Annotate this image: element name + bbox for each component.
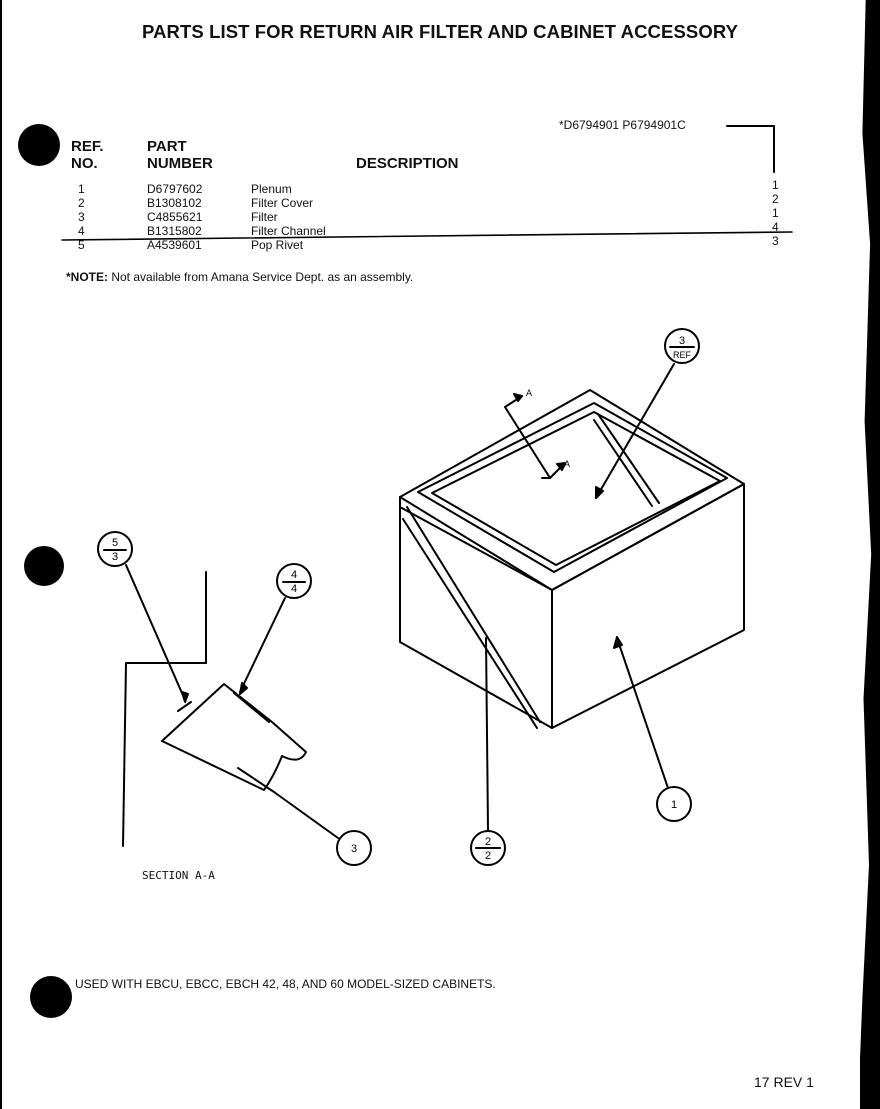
table-row-qty: 1 — [772, 206, 779, 220]
callout-2 — [470, 830, 506, 866]
leader-5 — [125, 564, 186, 701]
column-header-description: DESCRIPTION — [356, 155, 459, 172]
table-row-qty: 3 — [772, 234, 779, 248]
callout-5-top-number: 5 — [112, 537, 118, 549]
exploded-parts-diagram: 3 REF 1 2 2 5 3 4 4 3 A A — [61, 125, 793, 866]
callout-1-number: 1 — [671, 799, 677, 811]
callout-2-bottom-number: 2 — [485, 850, 491, 862]
table-row-description: Filter — [251, 210, 278, 224]
page-number: 17 REV 1 — [754, 1074, 814, 1090]
table-row-qty: 4 — [772, 220, 779, 234]
leader-4 — [239, 597, 286, 693]
note: *NOTE: Not available from Amana Service … — [66, 270, 414, 284]
table-row-ref: 3 — [78, 210, 85, 224]
table-row-qty: 2 — [772, 192, 779, 206]
parts-list-page: PARTS LIST FOR RETURN AIR FILTER AND CAB… — [2, 0, 860, 1109]
usage-note: USED WITH EBCU, EBCC, EBCH 42, 48, AND 6… — [75, 977, 496, 991]
callout-4-bottom-number: 4 — [291, 583, 297, 595]
callout-5-bottom-number: 3 — [112, 551, 118, 563]
callout-4-top-number: 4 — [291, 569, 297, 581]
callout-2-top-number: 2 — [485, 836, 491, 848]
leader-2 — [485, 637, 489, 831]
section-marker-a: A — [564, 459, 570, 469]
cabinet-top-rim-outer — [399, 389, 745, 591]
callout-3-ref-number: 3 — [679, 335, 685, 347]
section-label: SECTION A-A — [142, 869, 215, 882]
punch-hole-top — [18, 124, 60, 166]
leader-3-ref — [595, 363, 675, 499]
punch-hole-middle — [24, 546, 64, 586]
column-header-ref-no: REF. NO. — [71, 138, 104, 172]
table-row-description: Plenum — [251, 182, 292, 196]
callout-3-ref-label: REF — [673, 350, 692, 360]
filter-cover-opening — [431, 411, 721, 566]
callout-5 — [97, 531, 133, 567]
section-arrow-a — [504, 406, 551, 479]
page-title: PARTS LIST FOR RETURN AIR FILTER AND CAB… — [142, 21, 739, 42]
table-row-ref: 5 — [78, 238, 85, 252]
table-row-part-number: A4539601 — [147, 238, 202, 252]
table-row-ref: 1 — [78, 182, 85, 196]
filter-edge — [402, 518, 538, 729]
section-marker-a: A — [526, 388, 532, 398]
callout-3 — [336, 830, 372, 866]
table-row-part-number: B1308102 — [147, 196, 202, 210]
table-row-part-number: D6797602 — [147, 182, 203, 196]
model-codes: *D6794901 P6794901C — [559, 118, 686, 132]
table-row-description: Filter Cover — [251, 196, 314, 210]
table-row-description: Filter Channel — [251, 224, 326, 238]
callout-1 — [656, 786, 692, 822]
column-header-part-number: PART NUMBER — [147, 138, 213, 172]
filter-edge — [406, 506, 541, 723]
table-row-ref: 4 — [78, 224, 85, 238]
callout-3-number: 3 — [351, 843, 357, 855]
cabinet-top-rim-inner — [417, 402, 728, 573]
filter-section — [161, 683, 307, 791]
table-row-qty: 1 — [772, 178, 779, 192]
table-row-part-number: B1315802 — [147, 224, 202, 238]
bracket-line — [726, 125, 775, 173]
leader-1 — [616, 637, 669, 789]
punch-hole-bottom — [30, 976, 72, 1018]
table-row-ref: 2 — [78, 196, 85, 210]
table-rule — [61, 231, 793, 241]
callout-3-ref — [664, 328, 700, 364]
table-row-part-number: C4855621 — [147, 210, 203, 224]
wall-line — [122, 662, 207, 847]
table-row-description: Pop Rivet — [251, 238, 304, 252]
leader-3 — [273, 791, 339, 839]
torn-page-edge — [858, 0, 872, 1109]
callout-4 — [276, 563, 312, 599]
